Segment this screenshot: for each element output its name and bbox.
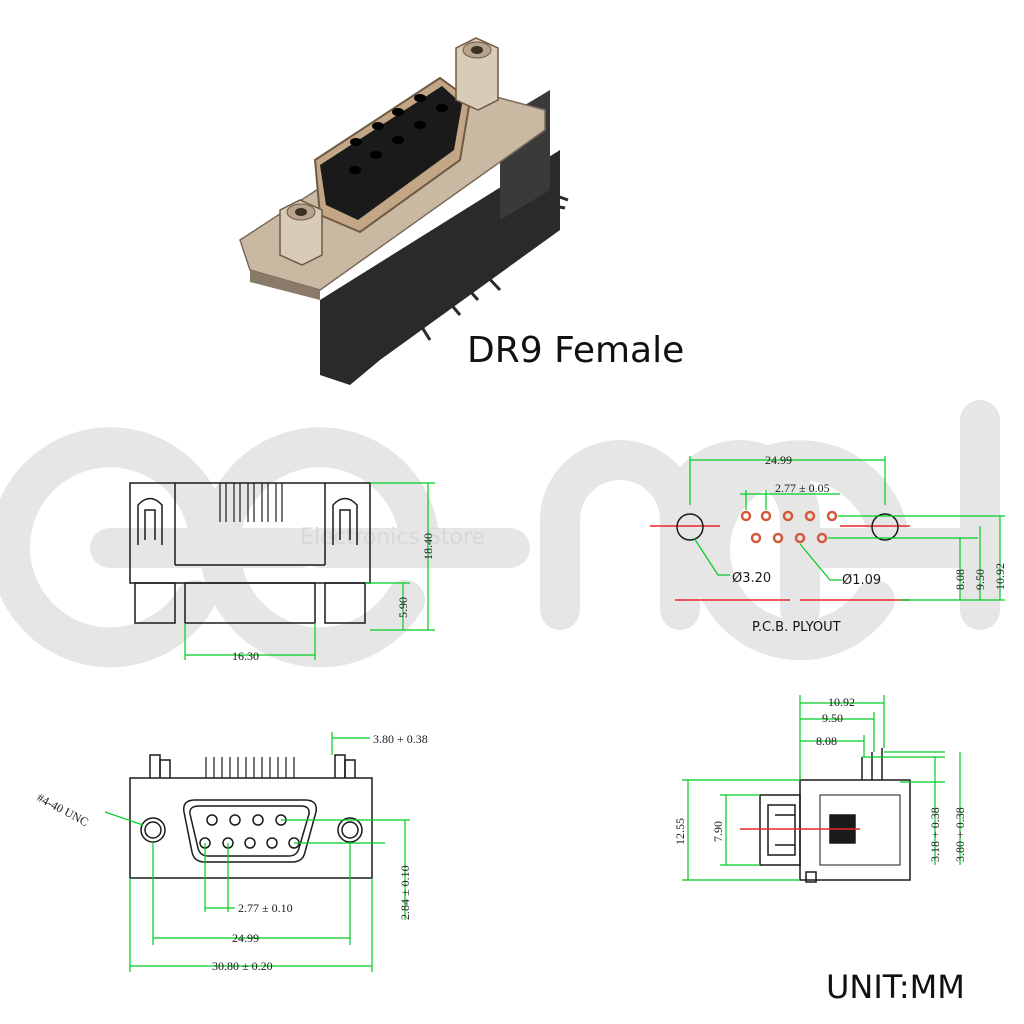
front-pitch-label: 2.77 ± 0.10 <box>238 901 293 915</box>
side-pin-label-2: 3.80 + 0.38 <box>953 807 967 862</box>
pcb-row-label-2: 9.50 <box>973 569 987 590</box>
pcb-pin-hole-label: Ø1.09 <box>842 573 881 588</box>
side-pin-label-1: 3.18 + 0.38 <box>928 807 942 862</box>
front-total-width-label: 30.80 ± 0.20 <box>212 959 273 973</box>
pcb-row-label-1: 8.08 <box>953 569 967 590</box>
mount-hole-icon <box>871 513 899 541</box>
front-row-spacing-label: 2.84 ± 0.10 <box>398 865 412 920</box>
side-depth-label-2: 9.50 <box>822 711 843 725</box>
top-view-width-label: 16.30 <box>232 649 259 663</box>
screw-hole-icon <box>140 817 166 843</box>
side-view <box>759 748 911 883</box>
front-view <box>129 754 373 879</box>
top-view-height-label: 18.40 <box>421 533 435 560</box>
pcb-pitch-label: 2.77 ± 0.05 <box>775 481 830 495</box>
pcb-layout <box>650 456 1005 601</box>
front-view-dimensions <box>104 732 410 972</box>
product-title: DR9 Female <box>467 330 684 371</box>
side-depth-label-3: 8.08 <box>816 734 837 748</box>
pcb-mount-hole-label: Ø3.20 <box>732 571 771 586</box>
top-view-shell-label: 5.90 <box>396 597 410 618</box>
front-pin-length-label: 3.80 + 0.38 <box>373 732 428 746</box>
front-thread-label: #4-40 UNC <box>35 790 91 829</box>
side-height-label: 12.55 <box>673 818 687 845</box>
pcb-caption: P.C.B. PLYOUT <box>752 620 841 635</box>
pcb-row-label-3: 10.92 <box>993 563 1007 590</box>
side-depth-label-1: 10.92 <box>828 695 855 709</box>
hex-standoff-icon <box>279 199 323 266</box>
connector-photo <box>239 37 569 385</box>
side-view-dimensions <box>682 695 961 881</box>
front-hole-span-label: 24.99 <box>232 931 259 945</box>
watermark-store-text: Electronics Store <box>300 525 485 550</box>
top-view-dimensions <box>184 482 435 660</box>
mount-hole-icon <box>676 513 704 541</box>
hex-standoff-icon <box>455 37 499 111</box>
unit-label: UNIT:MM <box>826 968 965 1006</box>
pcb-width-label: 24.99 <box>765 453 792 467</box>
screw-hole-icon <box>337 817 363 843</box>
top-view <box>129 482 371 624</box>
side-shell-label: 7.90 <box>711 821 725 842</box>
